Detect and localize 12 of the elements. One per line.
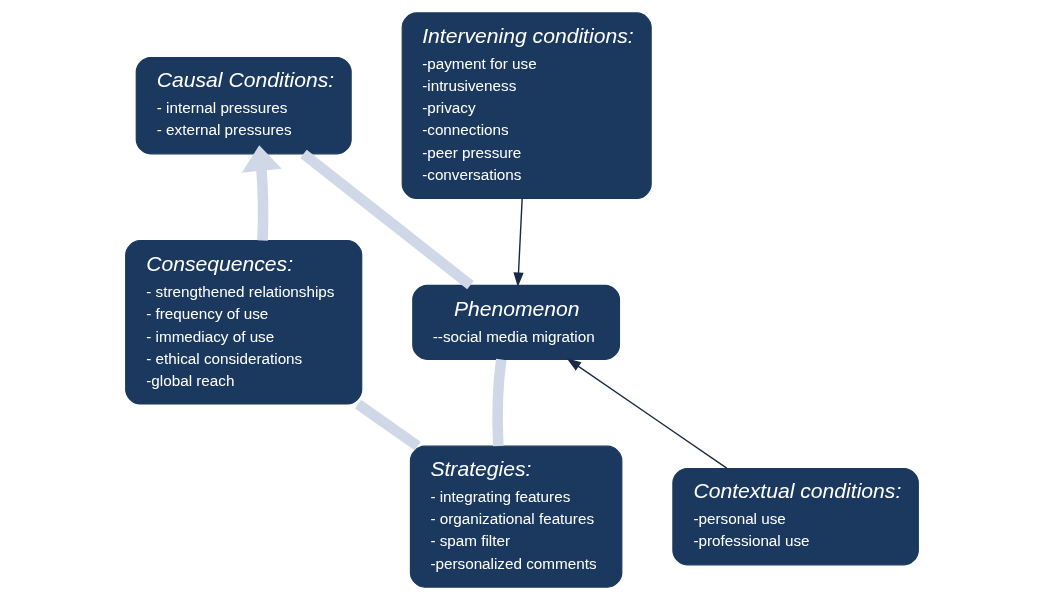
node-box: Strategies: - integrating features - organizational features - spam filter -personalized comments [409,445,622,588]
node-box: Phenomenon --social media migration [411,284,620,360]
connector [354,399,421,451]
arrow [566,358,727,469]
node-box: Consequences: - strengthened relationships - frequency of use - immediacy of use - ethical considerations -global reach [124,240,362,405]
arrow [241,145,282,241]
connector [299,149,474,290]
connector [491,358,507,447]
node-box: Contextual conditions: -personal use -professional use [671,467,919,566]
node-box: Intervening conditions: -payment for use -intrusiveness -privacy -connections -peer pressure -conversations [401,12,652,199]
arrow [512,197,524,288]
node-box: Causal Conditions: - internal pressures - external pressures [135,56,352,155]
